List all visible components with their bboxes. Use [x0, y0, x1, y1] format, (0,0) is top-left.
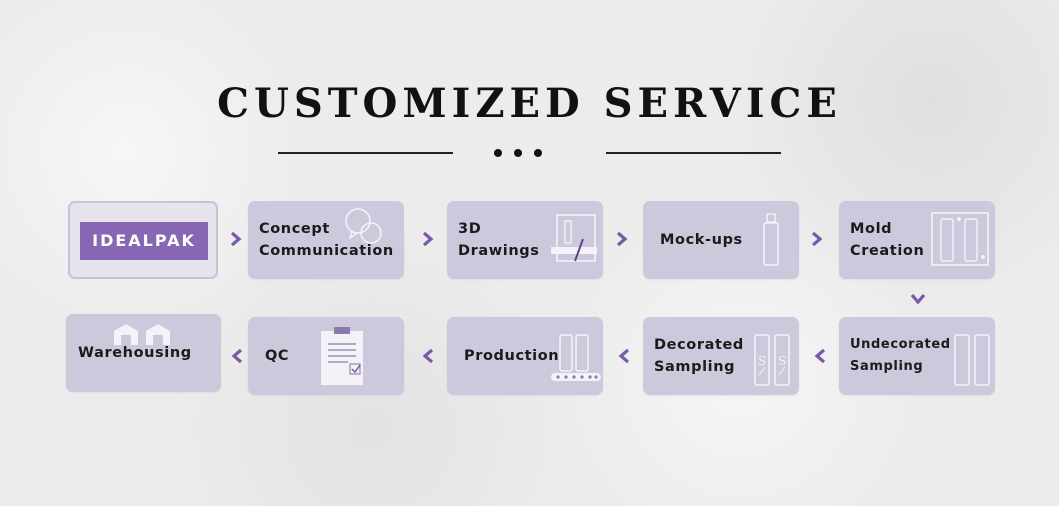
brand-logo: IDEALPAK: [80, 222, 208, 260]
step-label-line2: Communication: [259, 243, 394, 259]
step-label-line1: Mold: [850, 221, 893, 237]
chevron-right-icon: [230, 231, 242, 247]
dot: [534, 149, 542, 157]
step-warehousing: Warehousing: [66, 314, 221, 392]
step-label-line1: Production: [464, 348, 560, 364]
chevron-right-icon: [616, 231, 628, 247]
warehouse-icon: [114, 324, 170, 345]
step-label-line1: Mock-ups: [660, 232, 743, 248]
step-label-line2: Drawings: [458, 243, 540, 259]
step-label-line1: QC: [265, 348, 290, 364]
chevron-left-icon: [618, 348, 630, 364]
dot: [494, 149, 502, 157]
step-label-line1: Warehousing: [78, 345, 192, 361]
step-label-line1: Concept: [259, 221, 330, 237]
clipboard-icon: [321, 327, 363, 385]
dot: [514, 149, 522, 157]
step-label-line1: 3D: [458, 221, 482, 237]
chevron-left-icon: [231, 348, 243, 364]
step-label-line2: Creation: [850, 243, 925, 259]
title-rule-right: [606, 152, 781, 154]
step-label-line2: Sampling: [654, 359, 736, 375]
chevron-right-icon: [422, 231, 434, 247]
chevron-left-icon: [814, 348, 826, 364]
bottle-icon: [763, 213, 779, 266]
decorated-bottles-icon: S S: [754, 334, 790, 386]
step-label-line2: Sampling: [850, 359, 924, 374]
step-qc: QC: [248, 317, 404, 395]
bottles-icon: [954, 334, 990, 386]
conveyor-bottles-icon: [551, 334, 601, 381]
svg-text:S: S: [758, 354, 766, 368]
step-label-line1: Undecorated: [850, 337, 951, 352]
chevron-down-icon: [910, 293, 926, 305]
chevron-left-icon: [422, 348, 434, 364]
page-title: CUSTOMIZED SERVICE: [217, 80, 842, 127]
step-3d-drawings: 3D Drawings: [447, 201, 603, 279]
title-dots: [494, 149, 542, 157]
chevron-right-icon: [811, 231, 823, 247]
title-rule-left: [278, 152, 453, 154]
step-production: Production: [447, 317, 603, 395]
brand-box: IDEALPAK: [68, 201, 218, 279]
mold-icon: [931, 212, 989, 266]
step-mock-ups: Mock-ups: [643, 201, 799, 279]
svg-text:S: S: [778, 354, 786, 368]
step-label-line1: Decorated: [654, 337, 744, 353]
speech-bubbles-icon: [345, 208, 382, 244]
drawing-tools-icon: [551, 214, 597, 262]
